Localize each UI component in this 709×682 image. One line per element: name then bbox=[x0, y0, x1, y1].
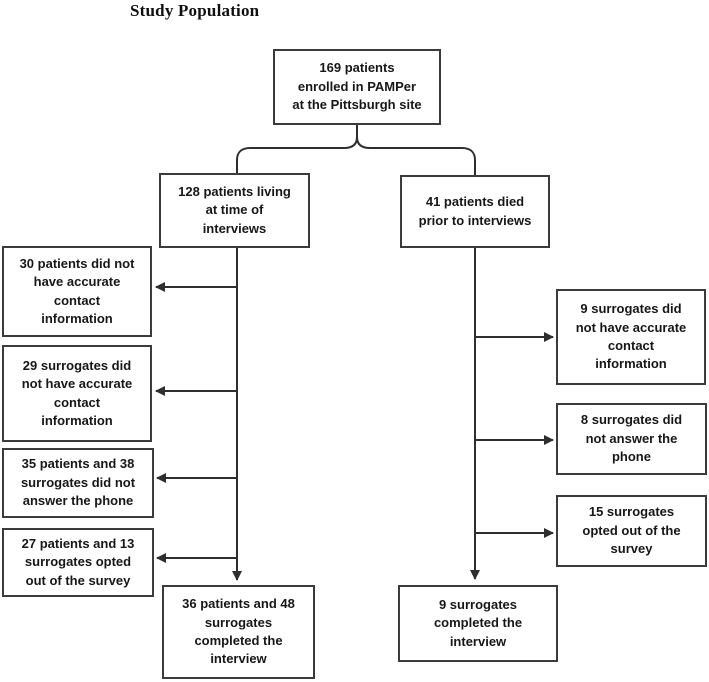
node-died-excl-no-answer: 8 surrogates did not answer the phone bbox=[556, 403, 707, 475]
connector-brace-right bbox=[356, 136, 476, 175]
diagram-title: Study Population bbox=[130, 1, 260, 20]
node-died-excl-opted-out: 15 surrogates opted out of the survey bbox=[556, 495, 707, 567]
node-died-excl-no-answer-label: 8 surrogates did not answer the phone bbox=[580, 412, 683, 465]
node-living-excl-no-answer-label: 35 patients and 38 surrogates did not an… bbox=[20, 456, 136, 509]
node-died-completed-label: 9 surrogates completed the interview bbox=[433, 596, 523, 649]
node-living-excl-opted-out: 27 patients and 13 surrogates opted out … bbox=[2, 528, 154, 597]
node-died-label: 41 patients died prior to interviews bbox=[418, 194, 532, 228]
node-living-excl-surrogate-contact-label: 29 surrogates did not have accurate cont… bbox=[21, 357, 133, 428]
node-living-label: 128 patients living at time of interview… bbox=[178, 183, 291, 236]
node-living-completed-label: 36 patients and 48 surrogates completed … bbox=[182, 596, 295, 667]
node-died-completed: 9 surrogates completed the interview bbox=[398, 585, 558, 662]
node-living: 128 patients living at time of interview… bbox=[159, 173, 310, 248]
node-living-excl-contact-label: 30 patients did not have accurate contac… bbox=[19, 255, 135, 326]
node-died: 41 patients died prior to interviews bbox=[400, 175, 550, 248]
connector-brace-left bbox=[236, 136, 358, 173]
node-living-excl-contact: 30 patients did not have accurate contac… bbox=[2, 246, 152, 337]
node-living-excl-opted-out-label: 27 patients and 13 surrogates opted out … bbox=[21, 535, 135, 588]
node-enrolled-label: 169 patients enrolled in PAMPer at the P… bbox=[292, 60, 422, 113]
node-died-excl-contact: 9 surrogates did not have accurate conta… bbox=[556, 289, 706, 385]
node-enrolled: 169 patients enrolled in PAMPer at the P… bbox=[273, 49, 441, 125]
node-died-excl-opted-out-label: 15 surrogates opted out of the survey bbox=[582, 504, 681, 557]
node-living-excl-no-answer: 35 patients and 38 surrogates did not an… bbox=[2, 448, 154, 518]
node-living-excl-surrogate-contact: 29 surrogates did not have accurate cont… bbox=[2, 345, 152, 442]
node-died-excl-contact-label: 9 surrogates did not have accurate conta… bbox=[575, 301, 687, 372]
node-living-completed: 36 patients and 48 surrogates completed … bbox=[162, 585, 315, 679]
